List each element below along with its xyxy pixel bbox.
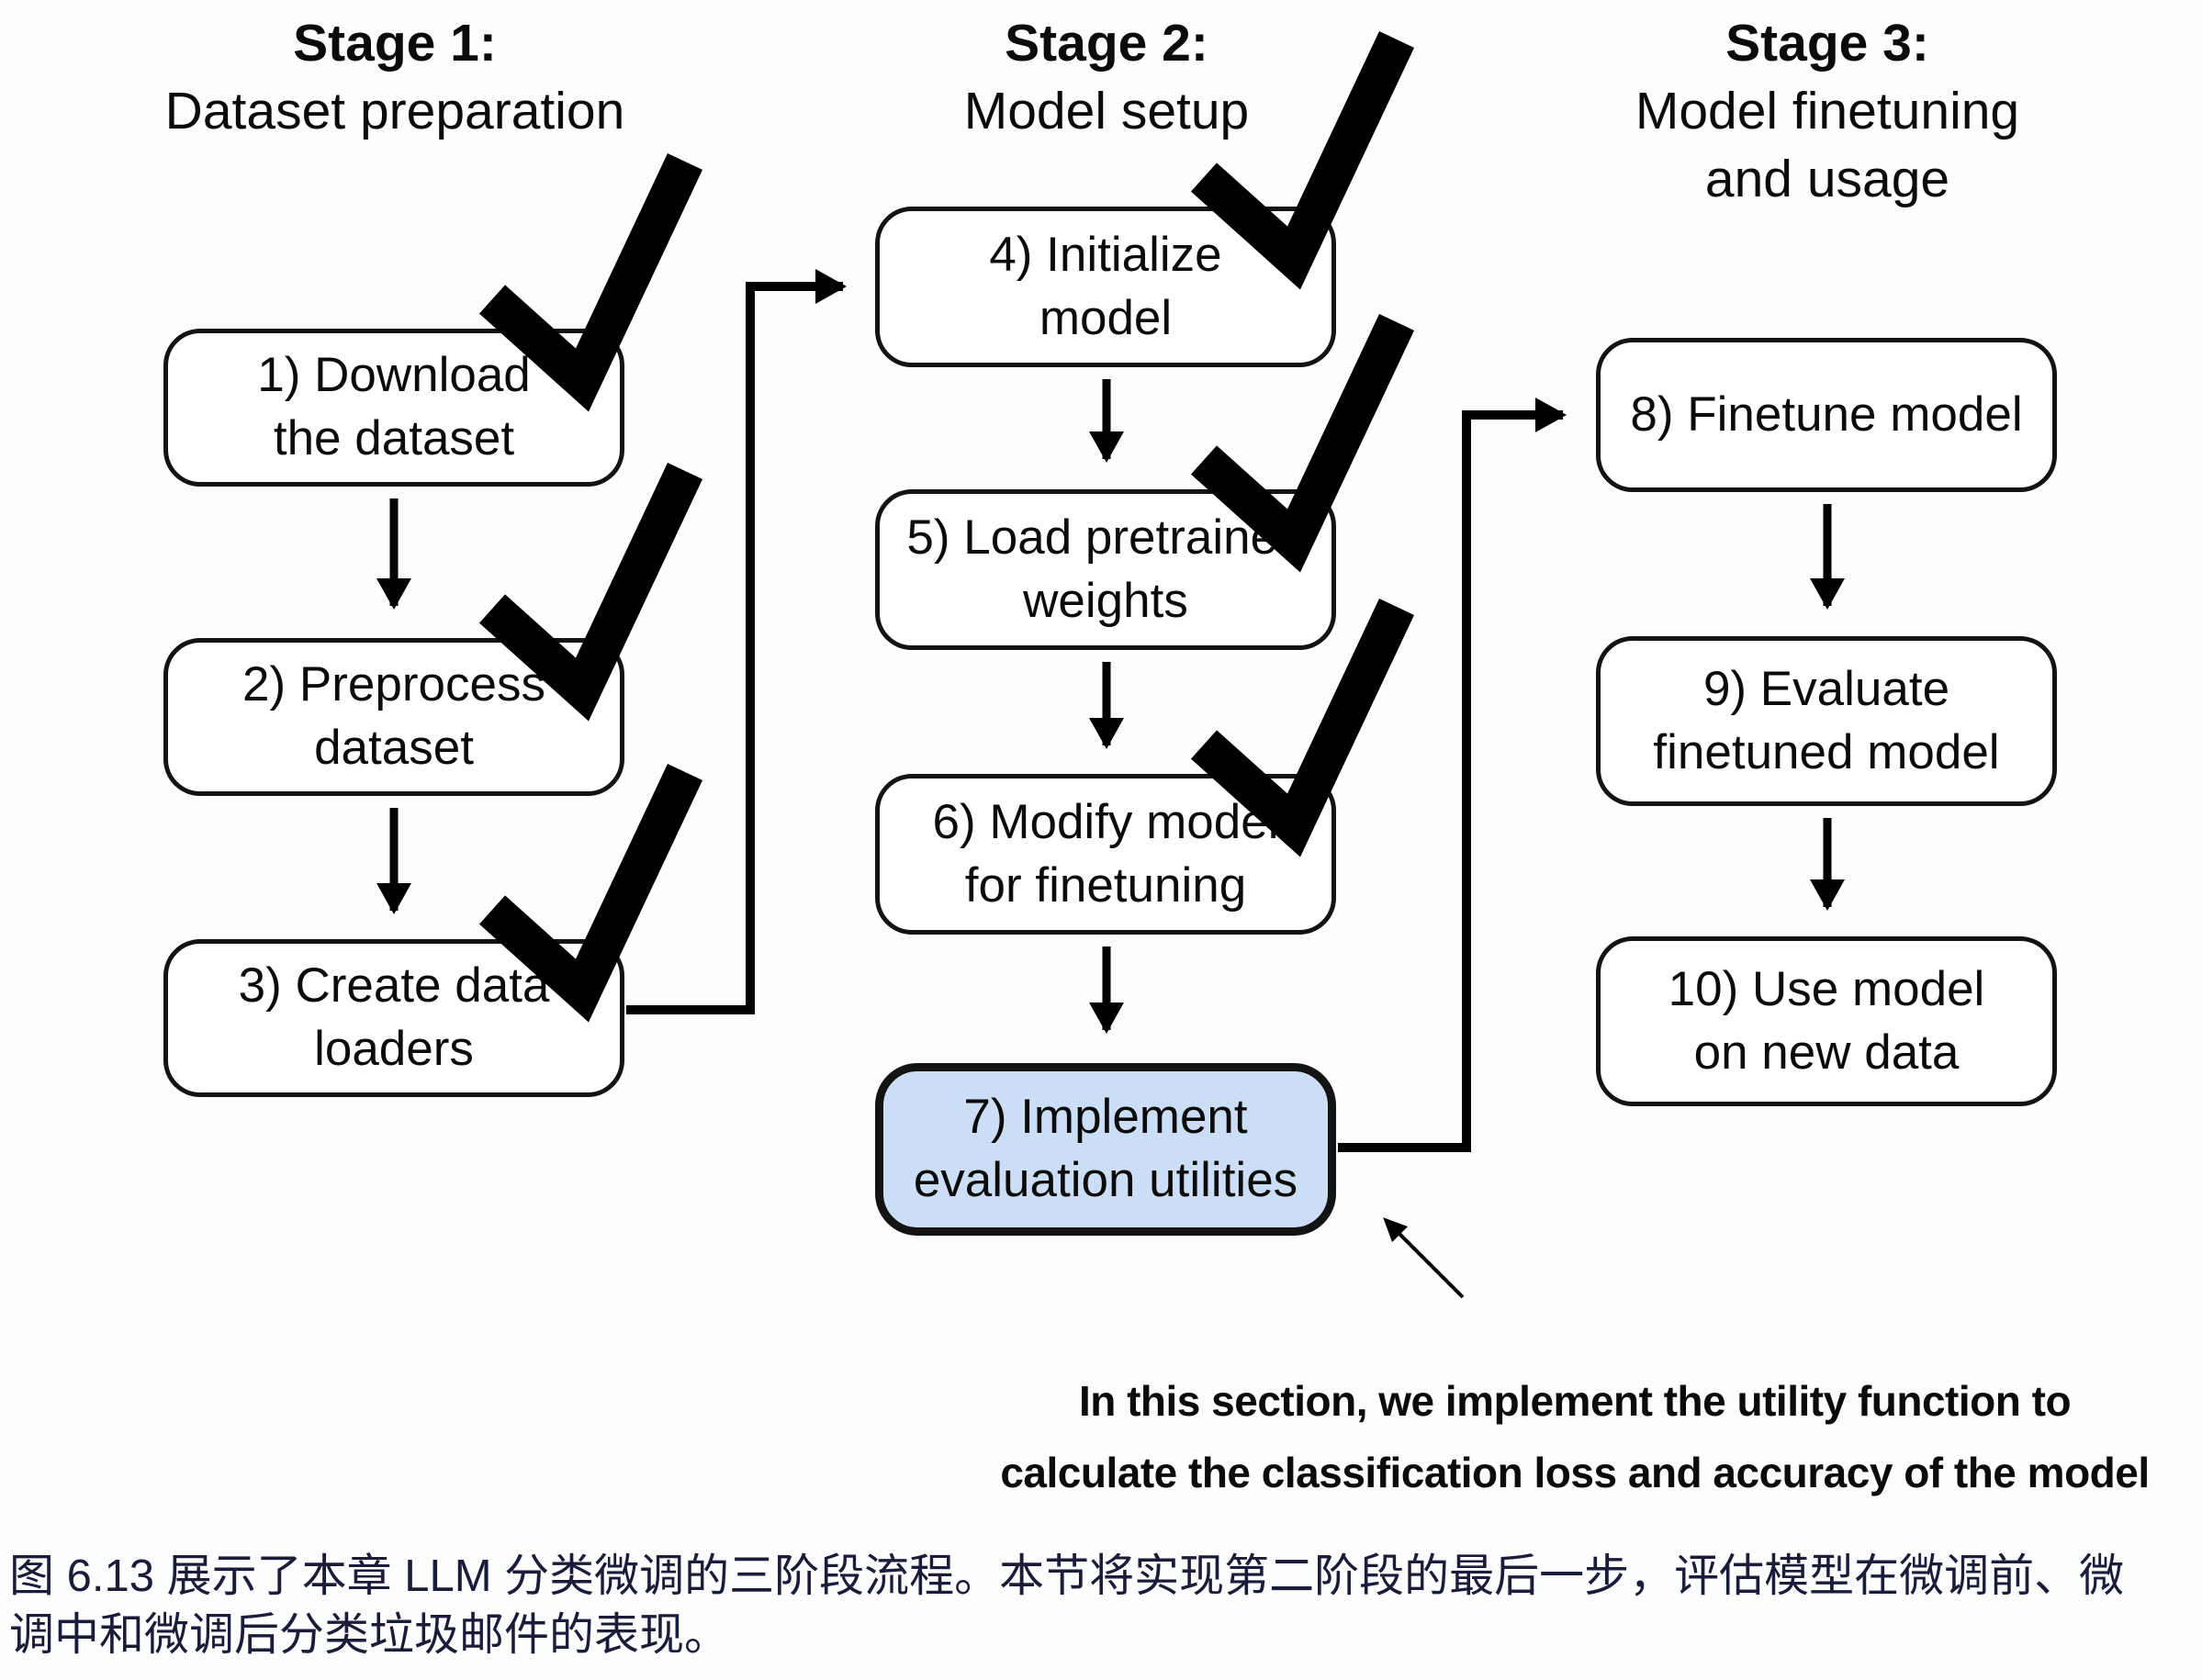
annotation-text: In this section, we implement the utilit… <box>1000 1377 2150 1497</box>
flow-step-box-8: 8) Finetune model <box>1596 338 2057 492</box>
stage2-subtitle: Model setup <box>963 82 1250 141</box>
flow-step-box-3: 3) Create data loaders <box>163 939 624 1097</box>
stage1-header: Stage 1: Dataset preparation <box>119 9 670 145</box>
flow-step-box-7-highlighted: 7) Implement evaluation utilities <box>875 1063 1336 1236</box>
flow-step-box-1: 1) Download the dataset <box>163 329 624 487</box>
flow-step-box-9: 9) Evaluate finetuned model <box>1596 636 2057 806</box>
flow-step-box-6: 6) Modify model for finetuning <box>875 774 1336 935</box>
stage3-title: Stage 3: <box>1725 14 1929 73</box>
stage2-header: Stage 2: Model setup <box>831 9 1382 145</box>
stage2-title: Stage 2: <box>1005 14 1208 73</box>
annotation-arrow <box>1383 1217 1465 1299</box>
flow-step-box-4: 4) Initialize model <box>875 207 1336 367</box>
elbow-connector-box7-box8 <box>1338 398 1567 1152</box>
flow-step-box-2: 2) Preprocess dataset <box>163 638 624 796</box>
flow-step-box-10: 10) Use model on new data <box>1596 936 2057 1106</box>
stage1-subtitle: Dataset preparation <box>164 82 625 141</box>
stage3-header: Stage 3: Model finetuning and usage <box>1552 9 2103 213</box>
figure-caption: 图 6.13 展示了本章 LLM 分类微调的三阶段流程。本节将实现第二阶段的最后… <box>9 1551 2125 1660</box>
stage3-subtitle: Model finetuning and usage <box>1635 82 2020 209</box>
stage1-title: Stage 1: <box>293 14 497 73</box>
flow-step-box-5: 5) Load pretrained weights <box>875 489 1336 650</box>
elbow-connector-box3-box4 <box>626 269 847 1014</box>
